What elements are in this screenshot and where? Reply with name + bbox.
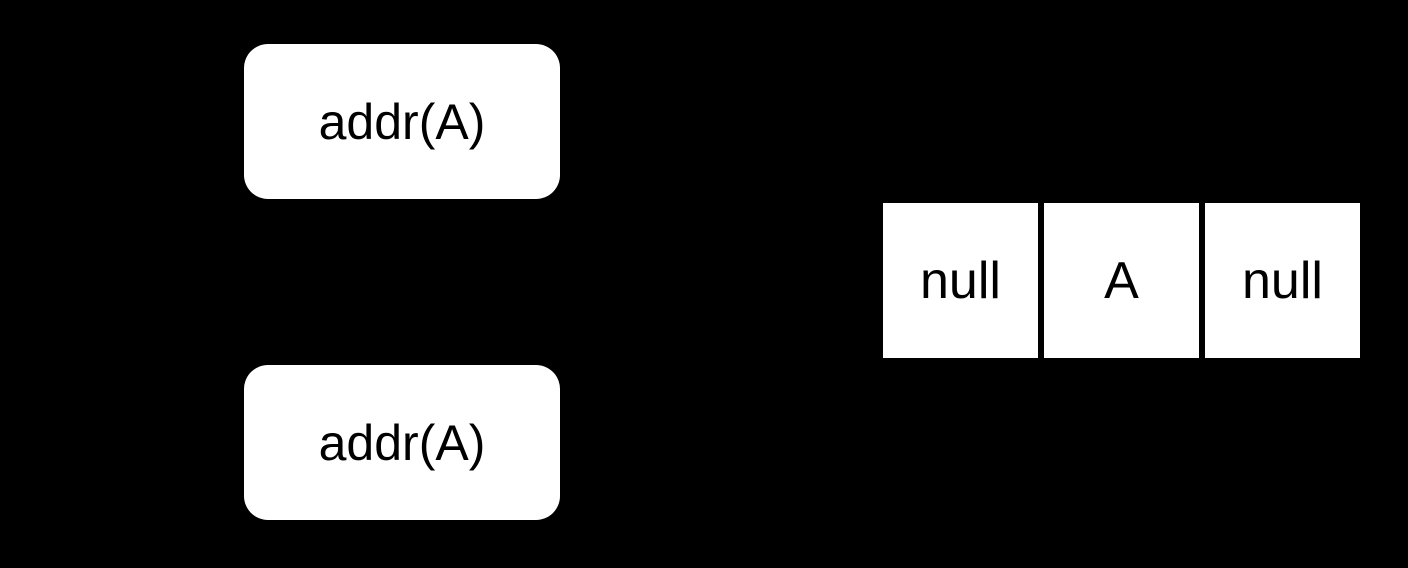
array-cell-1-label: A: [1104, 251, 1139, 310]
pointer-node-top-label: addr(A): [318, 93, 486, 150]
pointer-node-top: addr(A): [244, 44, 560, 199]
pointer-node-bottom-label: addr(A): [318, 414, 486, 471]
array-cell: null: [883, 203, 1038, 358]
pointer-node-bottom: addr(A): [244, 365, 560, 520]
array-cell-0-label: null: [920, 251, 1001, 310]
array-row: null A null: [883, 203, 1360, 358]
array-cell: A: [1044, 203, 1199, 358]
array-cell: null: [1205, 203, 1360, 358]
array-cell-2-label: null: [1242, 251, 1323, 310]
